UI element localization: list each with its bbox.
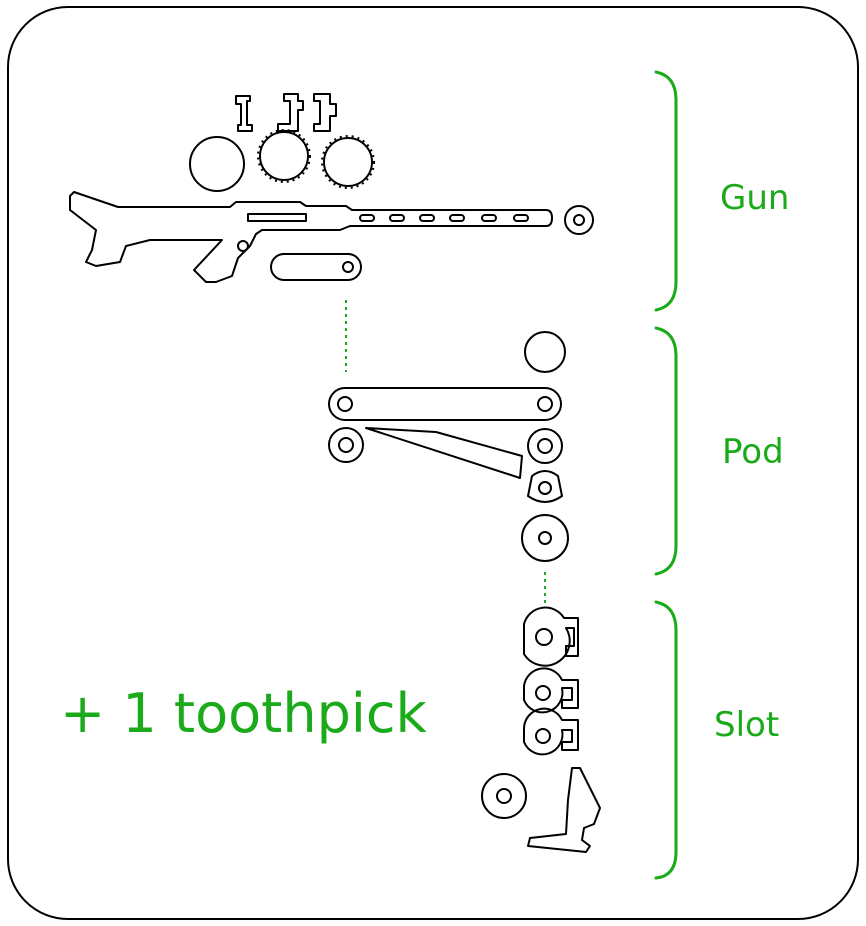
brace-pod: [654, 326, 678, 576]
pod-leg-hole: [537, 396, 553, 412]
pod-washer: [521, 514, 569, 562]
muzzle-washer-hole: [573, 214, 585, 226]
gun-link-hole: [342, 261, 354, 273]
vent-hole: [359, 214, 375, 222]
pod-leg-hole: [337, 396, 353, 412]
slot-washer-hole: [496, 788, 512, 804]
vent-hole: [419, 214, 435, 222]
slot-clip: [523, 606, 579, 667]
round-disk: [189, 136, 245, 192]
clip-piece: [277, 93, 304, 132]
slot-clip: [523, 707, 579, 756]
brace-slot: [654, 600, 678, 880]
grip-hole: [237, 240, 249, 252]
clip-piece: [235, 95, 253, 132]
pod-leg: [328, 387, 562, 421]
vent-hole: [481, 214, 497, 222]
slot-clip-hole: [535, 685, 551, 701]
slot-clip: [523, 667, 579, 714]
pod-washer: [328, 427, 364, 463]
vent-hole: [513, 214, 529, 222]
gear-disk-inner: [259, 131, 309, 181]
slot-clip-hole: [535, 728, 551, 744]
gear-disk: [257, 129, 311, 183]
pod-wedge: [365, 427, 523, 479]
pod-disk: [524, 331, 566, 373]
slot-latch: [527, 767, 601, 853]
pod-washer-hole: [537, 438, 553, 454]
vent-hole: [449, 214, 465, 222]
pod-washer-hole: [538, 531, 552, 545]
gun-link: [270, 253, 362, 281]
pod-parts: [328, 331, 569, 562]
brace-gun: [654, 70, 678, 312]
pod-washer: [527, 428, 563, 464]
muzzle-washer: [564, 205, 594, 235]
rifle-slot: [247, 213, 307, 222]
gear-disk-inner: [323, 137, 373, 187]
gun-parts: [69, 93, 594, 283]
vent-hole: [389, 214, 405, 222]
gear-disk: [321, 135, 375, 189]
pod-cap: [527, 470, 563, 503]
clip-piece: [313, 93, 337, 132]
rifle-body: [69, 191, 553, 283]
group-label-pod: Pod: [722, 432, 784, 472]
braces: [654, 70, 678, 880]
pod-washer-hole: [338, 437, 354, 453]
slot-parts: [481, 606, 601, 853]
slot-clip-hole: [535, 628, 553, 646]
sheet-frame: [7, 6, 859, 920]
toothpick-note: + 1 toothpick: [60, 682, 427, 745]
group-label-gun: Gun: [720, 178, 790, 218]
pod-cap-hole: [538, 481, 552, 495]
slot-washer: [481, 773, 527, 819]
group-label-slot: Slot: [714, 705, 780, 745]
